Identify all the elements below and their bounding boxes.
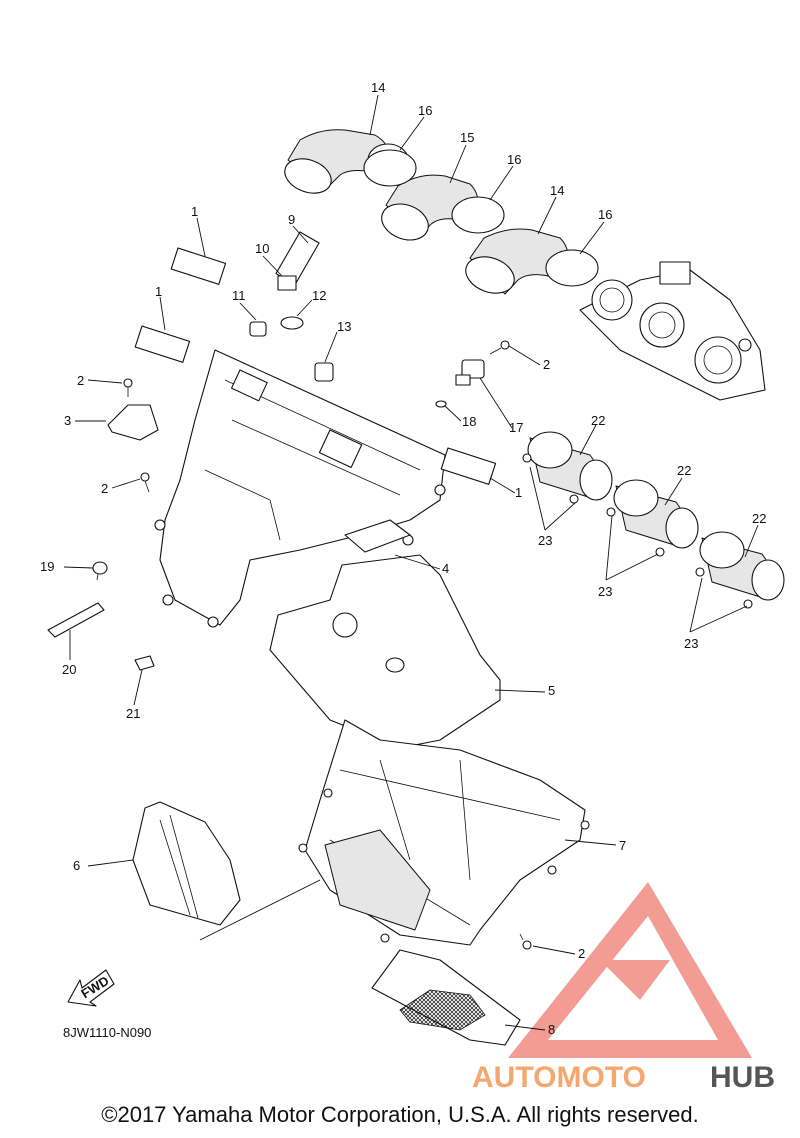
- copyright-notice: ©2017 Yamaha Motor Corporation, U.S.A. A…: [101, 1102, 699, 1127]
- callout-12: 12: [312, 288, 326, 303]
- callout-16c: 16: [598, 207, 612, 222]
- joint-22a: [522, 431, 613, 504]
- callout-1a: 1: [191, 204, 198, 219]
- bolt-2a: [123, 378, 133, 397]
- callout-11: 11: [232, 288, 246, 303]
- callout-5: 5: [548, 683, 555, 698]
- callout-2c: 2: [543, 357, 550, 372]
- callout-4: 4: [442, 561, 449, 576]
- hose-clamp-16a: [363, 149, 417, 187]
- bolt-2b: [140, 472, 150, 493]
- callout-22b: 22: [677, 463, 691, 478]
- joint-10: [277, 275, 297, 291]
- cover-4: [344, 519, 411, 553]
- callout-21: 21: [126, 706, 140, 721]
- callout-18: 18: [462, 414, 476, 429]
- sensor-17: [455, 359, 485, 386]
- grommet-12: [280, 316, 304, 330]
- callout-10: 10: [255, 241, 269, 256]
- callout-14a: 14: [371, 80, 385, 95]
- watermark-text: AUTOMOTO HUB: [472, 1061, 775, 1094]
- air-box-case-upper: [154, 349, 446, 628]
- collar-11: [249, 321, 267, 337]
- callout-19: 19: [40, 559, 54, 574]
- case-7: [298, 719, 590, 946]
- collar-13: [314, 362, 334, 382]
- throttle-body: [579, 261, 766, 401]
- callout-8: 8: [548, 1022, 555, 1037]
- callout-2d: 2: [578, 946, 585, 961]
- screen-8: [371, 949, 521, 1046]
- callout-3: 3: [64, 413, 71, 428]
- callout-16a: 16: [418, 103, 432, 118]
- pad-1-right: [440, 447, 497, 485]
- callout-17: 17: [509, 420, 523, 435]
- callout-13: 13: [337, 319, 351, 334]
- bolt-2c: [489, 340, 510, 355]
- joint-22b: [606, 479, 699, 557]
- drawing-code: 8JW1110-N090: [63, 1025, 151, 1040]
- bracket-3: [107, 404, 159, 441]
- leader-lines: [63, 94, 759, 1031]
- fwd-arrow-icon: FWD: [67, 969, 115, 1007]
- callout-22c: 22: [752, 511, 766, 526]
- element-6: [132, 801, 241, 926]
- pad-1-middle: [134, 325, 191, 363]
- screw-19: [92, 561, 108, 581]
- callout-2a: 2: [77, 373, 84, 388]
- hose-clamp-16c: [545, 249, 599, 287]
- callout-23c: 23: [684, 636, 698, 651]
- callout-9: 9: [288, 212, 295, 227]
- callout-14b: 14: [550, 183, 564, 198]
- hose-clamp-16b: [451, 196, 505, 234]
- plate-20: [47, 602, 105, 638]
- callout-1c: 1: [515, 485, 522, 500]
- joint-22c: [695, 531, 785, 609]
- o-ring-18: [435, 400, 447, 408]
- pad-1-upper: [170, 247, 227, 285]
- callout-23b: 23: [598, 584, 612, 599]
- callout-labels: 14 16 15 16 14 16 1 9 10 1 11 12 13 2 3 …: [40, 80, 766, 1037]
- callout-6: 6: [73, 858, 80, 873]
- callout-16b: 16: [507, 152, 521, 167]
- callout-20: 20: [62, 662, 76, 677]
- callout-23a: 23: [538, 533, 552, 548]
- bolt-2d: [519, 933, 532, 950]
- callout-15: 15: [460, 130, 474, 145]
- callout-2b: 2: [101, 481, 108, 496]
- svg-text:HUB: HUB: [710, 1061, 775, 1094]
- seal-5: [269, 554, 501, 749]
- clip-21: [134, 655, 155, 671]
- callout-1b: 1: [155, 284, 162, 299]
- callout-7: 7: [619, 838, 626, 853]
- callout-22a: 22: [591, 413, 605, 428]
- watermark-logo: [508, 882, 752, 1058]
- svg-text:AUTOMOTO: AUTOMOTO: [472, 1061, 646, 1094]
